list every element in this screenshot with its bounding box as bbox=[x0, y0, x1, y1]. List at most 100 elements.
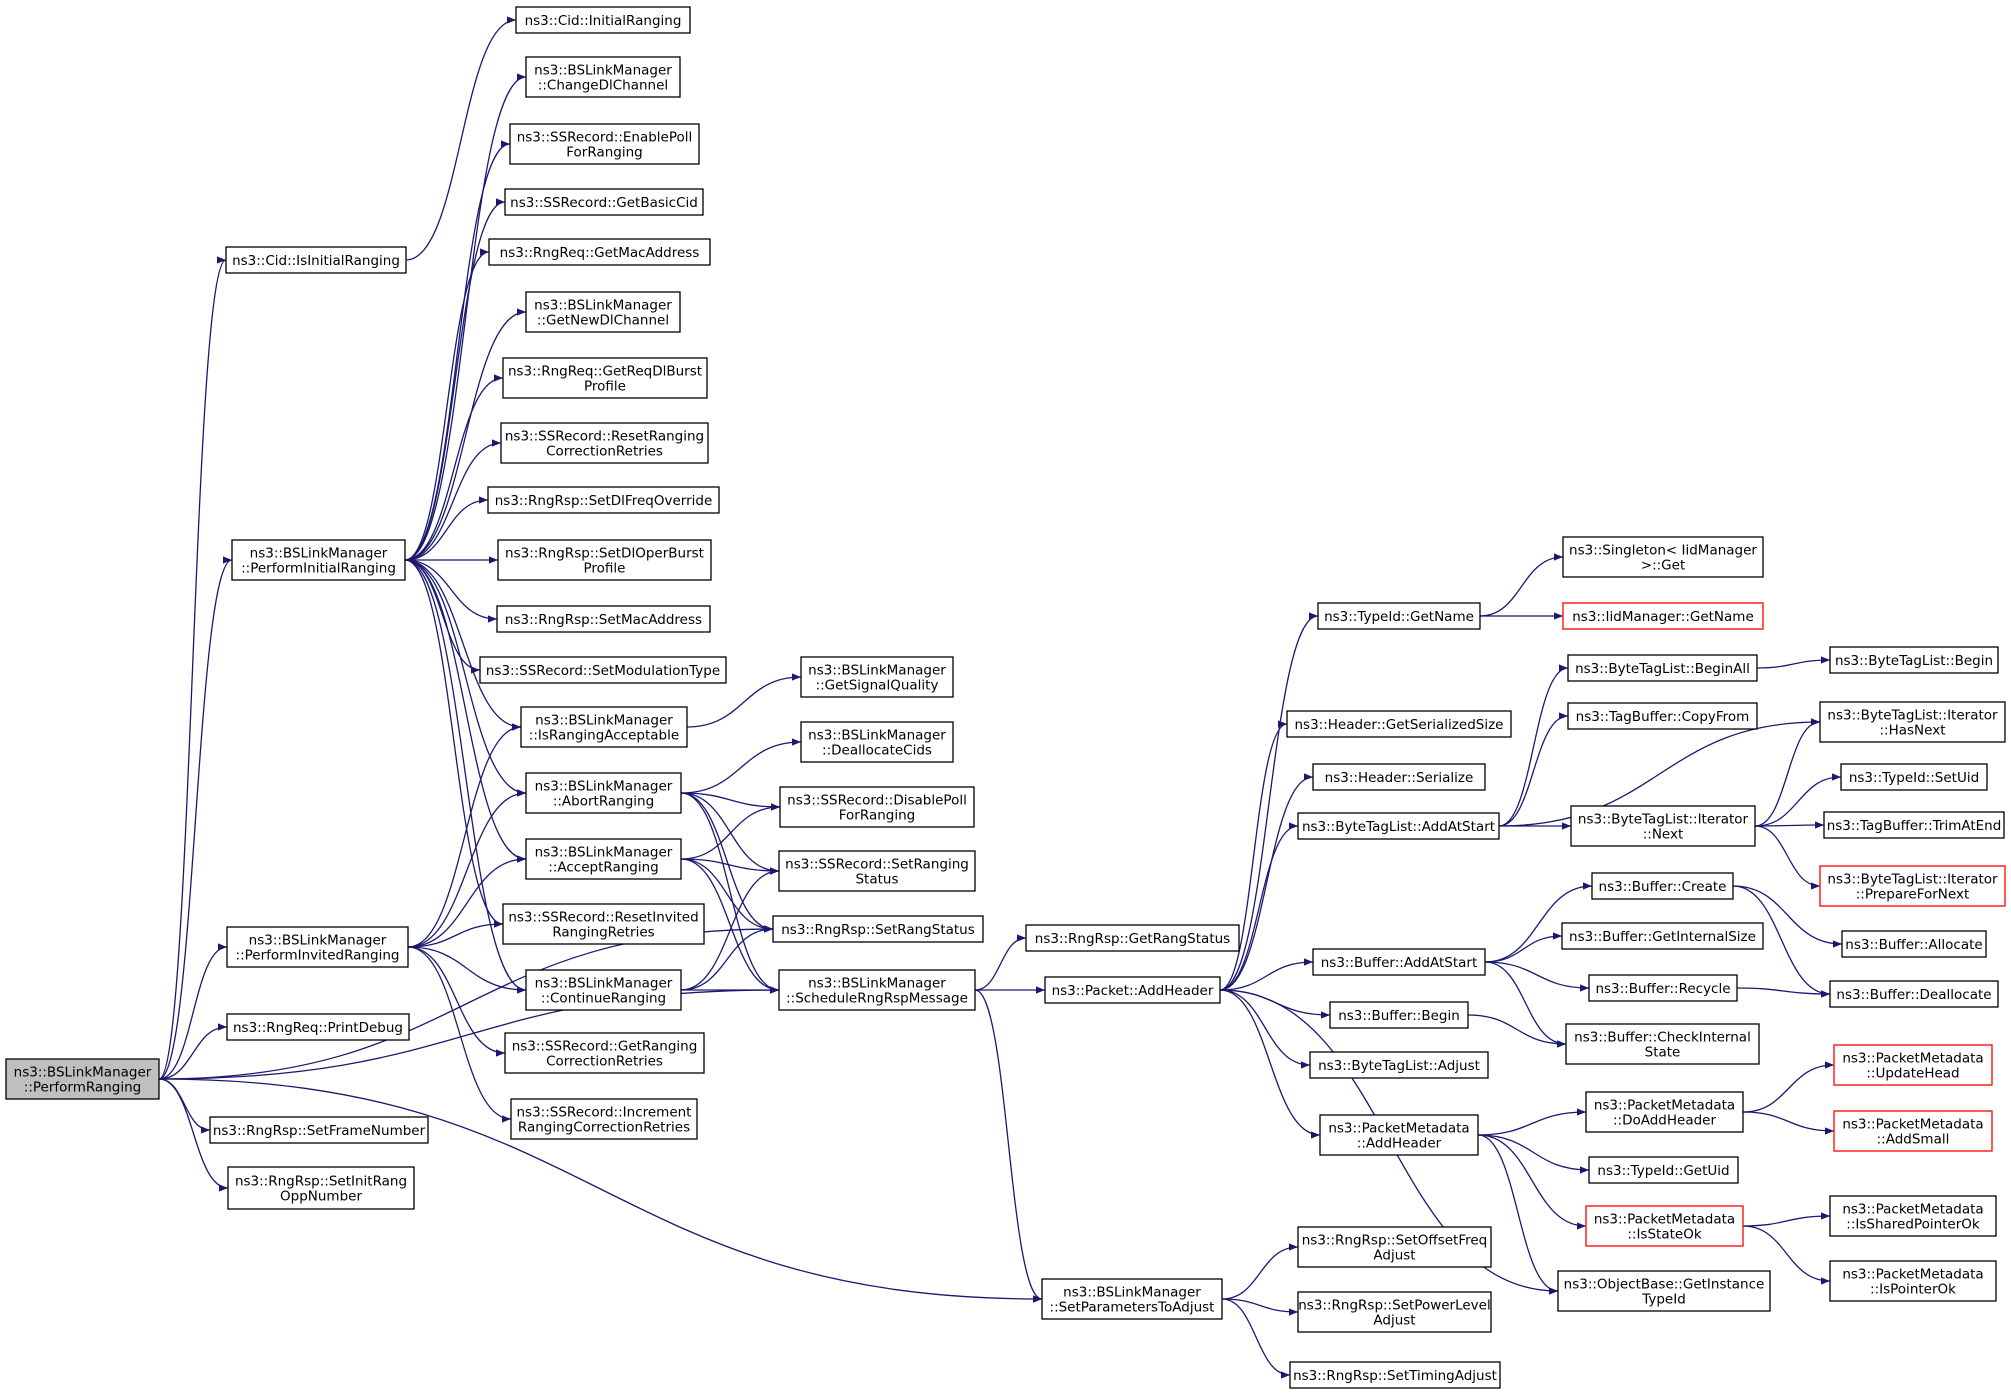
node-bytetaglist-adjust[interactable]: ns3::ByteTagList::Adjust bbox=[1309, 1051, 1489, 1079]
node-box bbox=[1562, 602, 1764, 630]
node-packetmetadata-add-small[interactable]: ns3::PacketMetadata::AddSmall bbox=[1833, 1110, 1993, 1152]
node-change-dl-channel[interactable]: ns3::BSLinkManager::ChangeDlChannel bbox=[525, 56, 681, 98]
node-set-modulation-type[interactable]: ns3::SSRecord::SetModulationType bbox=[479, 656, 727, 684]
node-iidmanager-get-name[interactable]: ns3::IidManager::GetName bbox=[1562, 602, 1764, 630]
node-bytetaglist-iterator-prepare-for-next[interactable]: ns3::ByteTagList::Iterator::PrepareForNe… bbox=[1819, 865, 2006, 907]
node-bytetaglist-iterator-has-next[interactable]: ns3::ByteTagList::Iterator::HasNext bbox=[1819, 701, 2006, 743]
edge-perform-initial-ranging-to-set-dl-freq-override bbox=[404, 496, 489, 561]
node-label: CorrectionRetries bbox=[546, 444, 663, 460]
node-singleton-get[interactable]: ns3::Singleton< IidManager>::Get bbox=[1562, 536, 1764, 578]
node-label: ns3::Buffer::AddAtStart bbox=[1321, 955, 1478, 971]
node-abort-ranging[interactable]: ns3::BSLinkManager::AbortRanging bbox=[525, 772, 682, 814]
node-cid-initial-ranging[interactable]: ns3::Cid::InitialRanging bbox=[515, 6, 691, 34]
node-buffer-get-internal-size[interactable]: ns3::Buffer::GetInternalSize bbox=[1561, 922, 1764, 950]
edge-packet-add-header-to-packetmetadata-add-header bbox=[1219, 989, 1321, 1139]
node-packetmetadata-is-pointer-ok[interactable]: ns3::PacketMetadata::IsPointerOk bbox=[1829, 1260, 1997, 1302]
edge-bytetaglist-iterator-next-to-tagbuffer-trim-at-end bbox=[1754, 821, 1825, 829]
node-is-ranging-acceptable[interactable]: ns3::BSLinkManager::IsRangingAcceptable bbox=[520, 706, 688, 748]
node-get-mac-address[interactable]: ns3::RngReq::GetMacAddress bbox=[488, 238, 711, 266]
node-box bbox=[1829, 1260, 1997, 1302]
edge-perform-initial-ranging-to-reset-invited-ranging-retries bbox=[404, 559, 504, 928]
node-label: ::DoAddHeader bbox=[1613, 1113, 1716, 1129]
node-label: ns3::ByteTagList::BeginAll bbox=[1575, 661, 1750, 677]
node-accept-ranging[interactable]: ns3::BSLinkManager::AcceptRanging bbox=[525, 838, 682, 880]
edge-perform-ranging-to-perform-initial-ranging bbox=[158, 556, 233, 1080]
node-packetmetadata-add-header[interactable]: ns3::PacketMetadata::AddHeader bbox=[1319, 1114, 1479, 1156]
node-set-rang-status[interactable]: ns3::RngRsp::SetRangStatus bbox=[772, 915, 984, 943]
node-buffer-recycle[interactable]: ns3::Buffer::Recycle bbox=[1588, 974, 1738, 1002]
node-box bbox=[1565, 1023, 1760, 1065]
node-label: ns3::BSLinkManager bbox=[534, 298, 672, 314]
node-increment-ranging-correction-retries[interactable]: ns3::SSRecord::IncrementRangingCorrectio… bbox=[510, 1098, 698, 1140]
node-set-timing-adjust[interactable]: ns3::RngRsp::SetTimingAdjust bbox=[1289, 1361, 1501, 1389]
node-bytetaglist-add-at-start[interactable]: ns3::ByteTagList::AddAtStart bbox=[1297, 812, 1500, 840]
node-bytetaglist-iterator-next[interactable]: ns3::ByteTagList::Iterator::Next bbox=[1570, 805, 1756, 847]
node-buffer-allocate[interactable]: ns3::Buffer::Allocate bbox=[1841, 930, 1987, 958]
node-box bbox=[1585, 1205, 1744, 1247]
node-set-parameters-to-adjust[interactable]: ns3::BSLinkManager::SetParametersToAdjus… bbox=[1041, 1278, 1223, 1320]
node-get-ranging-correction-retries[interactable]: ns3::SSRecord::GetRangingCorrectionRetri… bbox=[504, 1032, 705, 1074]
node-get-basic-cid[interactable]: ns3::SSRecord::GetBasicCid bbox=[504, 188, 704, 216]
edge-packetmetadata-add-header-to-packetmetadata-do-add-header bbox=[1477, 1108, 1587, 1136]
node-perform-ranging[interactable]: ns3::BSLinkManager::PerformRanging bbox=[5, 1058, 160, 1100]
edge-buffer-begin-to-buffer-check-internal-state bbox=[1467, 1014, 1567, 1048]
node-buffer-deallocate[interactable]: ns3::Buffer::Deallocate bbox=[1829, 980, 1999, 1008]
node-buffer-add-at-start[interactable]: ns3::Buffer::AddAtStart bbox=[1312, 948, 1486, 976]
node-packetmetadata-do-add-header[interactable]: ns3::PacketMetadata::DoAddHeader bbox=[1585, 1091, 1744, 1133]
node-schedule-rng-rsp-message[interactable]: ns3::BSLinkManager::ScheduleRngRspMessag… bbox=[778, 969, 976, 1011]
node-deallocate-cids[interactable]: ns3::BSLinkManager::DeallocateCids bbox=[800, 721, 954, 763]
node-tagbuffer-copy-from[interactable]: ns3::TagBuffer::CopyFrom bbox=[1567, 702, 1758, 730]
node-header-serialize[interactable]: ns3::Header::Serialize bbox=[1312, 763, 1486, 791]
node-buffer-begin[interactable]: ns3::Buffer::Begin bbox=[1329, 1001, 1469, 1029]
node-tagbuffer-trim-at-end[interactable]: ns3::TagBuffer::TrimAtEnd bbox=[1823, 811, 2005, 839]
edge-packetmetadata-add-header-to-packetmetadata-is-state-ok bbox=[1477, 1134, 1587, 1230]
node-typeid-set-uid[interactable]: ns3::TypeId::SetUid bbox=[1840, 763, 1988, 791]
edge-perform-invited-ranging-to-get-ranging-correction-retries bbox=[407, 946, 506, 1057]
node-packetmetadata-is-shared-pointer-ok[interactable]: ns3::PacketMetadata::IsSharedPointerOk bbox=[1829, 1195, 1997, 1237]
node-packet-add-header[interactable]: ns3::Packet::AddHeader bbox=[1044, 976, 1221, 1004]
node-bytetaglist-begin-all[interactable]: ns3::ByteTagList::BeginAll bbox=[1567, 654, 1758, 682]
edge-continue-ranging-to-set-rang-status bbox=[680, 925, 774, 991]
node-label: ns3::RngRsp::SetFrameNumber bbox=[213, 1123, 426, 1139]
node-label: ns3::RngRsp::SetPowerLevel bbox=[1298, 1298, 1490, 1314]
node-continue-ranging[interactable]: ns3::BSLinkManager::ContinueRanging bbox=[525, 969, 682, 1011]
node-packetmetadata-is-state-ok[interactable]: ns3::PacketMetadata::IsStateOk bbox=[1585, 1205, 1744, 1247]
node-header-get-serialized-size[interactable]: ns3::Header::GetSerializedSize bbox=[1286, 710, 1512, 738]
node-reset-invited-ranging-retries[interactable]: ns3::SSRecord::ResetInvitedRangingRetrie… bbox=[502, 903, 705, 945]
node-box bbox=[1317, 602, 1481, 630]
node-label: ForRanging bbox=[839, 808, 915, 824]
node-set-frame-number[interactable]: ns3::RngRsp::SetFrameNumber bbox=[209, 1116, 429, 1144]
node-label: ::Next bbox=[1643, 827, 1684, 843]
node-packetmetadata-update-head[interactable]: ns3::PacketMetadata::UpdateHead bbox=[1833, 1044, 1993, 1086]
node-is-initial-ranging[interactable]: ns3::Cid::IsInitialRanging bbox=[225, 246, 407, 274]
node-buffer-create[interactable]: ns3::Buffer::Create bbox=[1591, 872, 1734, 900]
node-perform-initial-ranging[interactable]: ns3::BSLinkManager::PerformInitialRangin… bbox=[231, 539, 406, 581]
node-typeid-get-uid[interactable]: ns3::TypeId::GetUid bbox=[1588, 1156, 1739, 1184]
node-label: ::HasNext bbox=[1879, 723, 1945, 739]
node-label: ns3::Header::Serialize bbox=[1325, 770, 1474, 786]
node-set-dl-freq-override[interactable]: ns3::RngRsp::SetDlFreqOverride bbox=[487, 486, 720, 514]
node-set-mac-address[interactable]: ns3::RngRsp::SetMacAddress bbox=[496, 605, 711, 633]
edge-perform-initial-ranging-to-get-req-dl-burst-profile bbox=[404, 374, 504, 561]
node-typeid-get-name[interactable]: ns3::TypeId::GetName bbox=[1317, 602, 1481, 630]
node-reset-ranging-correction-retries[interactable]: ns3::SSRecord::ResetRangingCorrectionRet… bbox=[500, 422, 709, 464]
node-get-signal-quality[interactable]: ns3::BSLinkManager::GetSignalQuality bbox=[800, 656, 954, 698]
node-get-rang-status[interactable]: ns3::RngRsp::GetRangStatus bbox=[1025, 924, 1240, 952]
edge-abort-ranging-to-deallocate-cids bbox=[680, 738, 802, 794]
edge-accept-ranging-to-set-ranging-status bbox=[680, 858, 780, 875]
node-bytetaglist-begin[interactable]: ns3::ByteTagList::Begin bbox=[1829, 646, 1999, 674]
node-get-new-dl-channel[interactable]: ns3::BSLinkManager::GetNewDlChannel bbox=[525, 291, 681, 333]
node-perform-invited-ranging[interactable]: ns3::BSLinkManager::PerformInvitedRangin… bbox=[226, 926, 409, 968]
node-box bbox=[1833, 1110, 1993, 1152]
node-print-debug[interactable]: ns3::RngReq::PrintDebug bbox=[226, 1013, 410, 1041]
